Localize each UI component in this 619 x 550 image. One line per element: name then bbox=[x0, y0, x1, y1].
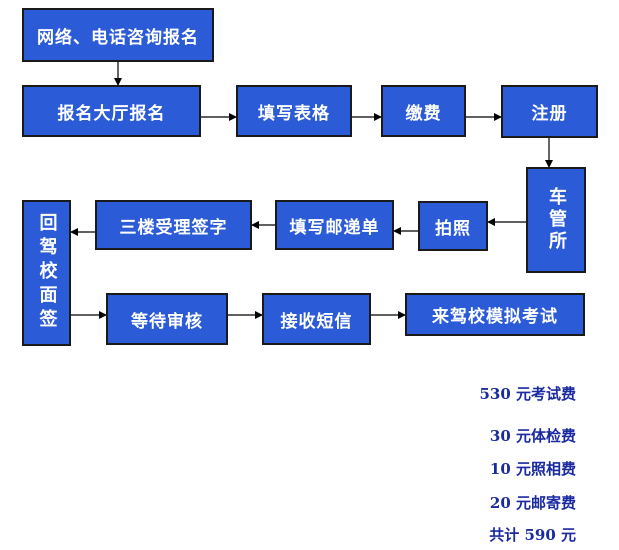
node-dmv: 车管所 bbox=[526, 167, 586, 273]
node-sms: 接收短信 bbox=[262, 293, 371, 345]
node-sign3f: 三楼受理签字 bbox=[95, 200, 252, 250]
node-wait: 等待审核 bbox=[106, 293, 228, 345]
node-dmv-label: 车管所 bbox=[546, 187, 567, 253]
node-consult: 网络、电话咨询报名 bbox=[22, 8, 214, 62]
fee-total: 共计 590 元 bbox=[489, 526, 576, 544]
node-school-sign-label: 回驾校面签 bbox=[36, 213, 58, 333]
node-register: 注册 bbox=[501, 85, 598, 138]
node-form: 填写表格 bbox=[236, 85, 352, 137]
node-school-sign: 回驾校面签 bbox=[22, 200, 71, 346]
node-pay: 缴费 bbox=[381, 85, 466, 137]
fee-photo: 10 元照相费 bbox=[489, 460, 576, 478]
node-exam: 来驾校模拟考试 bbox=[405, 293, 585, 336]
node-photo: 拍照 bbox=[418, 201, 488, 251]
node-hall: 报名大厅报名 bbox=[22, 85, 201, 137]
fee-medical: 30 元体检费 bbox=[489, 427, 576, 445]
fee-exam: 530 元考试费 bbox=[479, 385, 576, 403]
node-mail-form: 填写邮递单 bbox=[275, 200, 394, 250]
fee-postage: 20 元邮寄费 bbox=[489, 494, 576, 512]
